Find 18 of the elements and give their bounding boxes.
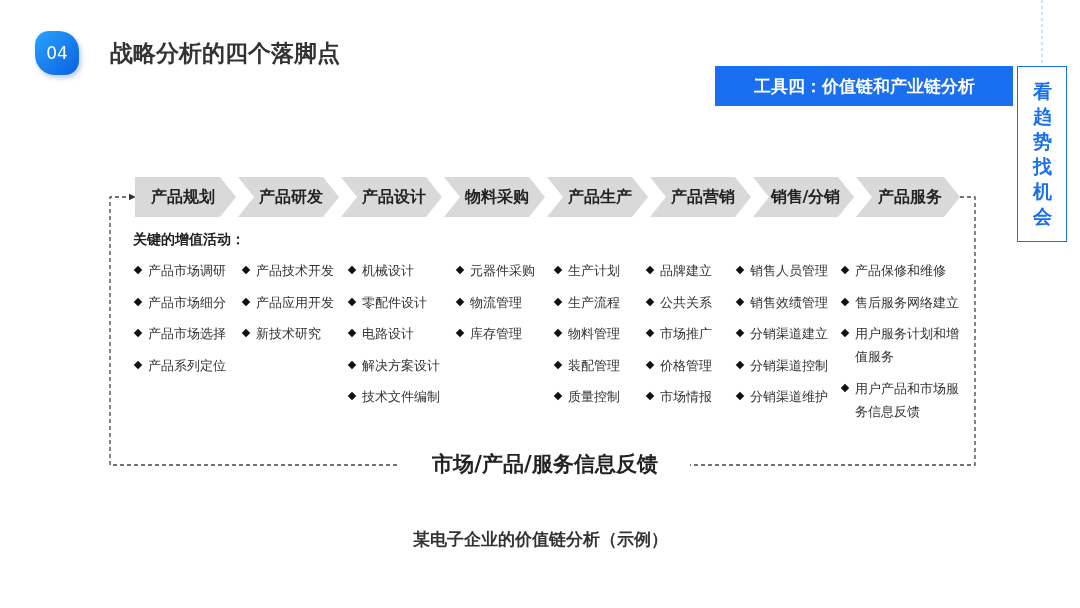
tool-banner: 工具四：价值链和产业链分析 [715, 66, 1013, 106]
chevron-step: 产品规划 [135, 177, 236, 217]
side-tag: 看趋势找机会 [1017, 66, 1067, 242]
chevron-step: 产品设计 [341, 177, 442, 217]
chevron-step: 产品生产 [547, 177, 648, 217]
figure-caption: 某电子企业的价值链分析（示例） [411, 528, 669, 551]
chevron-step: 产品服务 [856, 177, 960, 217]
chevron-step: 产品研发 [238, 177, 339, 217]
section-heading: 关键的增值活动： [133, 231, 245, 249]
chevron-step: 物料采购 [444, 177, 545, 217]
edge-label: 市场/产品/服务信息反馈 [400, 450, 690, 478]
chevron-step: 销售/分销 [753, 177, 854, 217]
chevron-step: 产品营销 [650, 177, 751, 217]
list-item: 技术文件编制 [347, 385, 467, 408]
number-badge: 04 [35, 31, 79, 75]
list-item: 解决方案设计 [347, 353, 467, 377]
slide-title: 战略分析的四个落脚点 [110, 39, 340, 68]
list-item: 产品系列定位 [133, 353, 258, 377]
